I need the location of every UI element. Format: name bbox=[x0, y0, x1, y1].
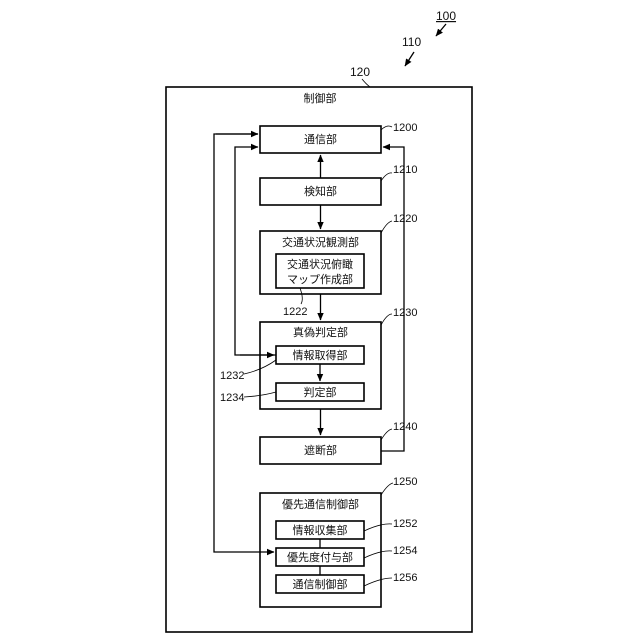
controller-leader bbox=[362, 79, 370, 87]
priority-assignment-label: 優先度付与部 bbox=[287, 550, 353, 564]
info-acquisition-ref: 1232 bbox=[220, 370, 244, 382]
traffic-observation-ref: 1220 bbox=[393, 213, 417, 225]
authenticity-ref: 1230 bbox=[393, 307, 417, 319]
comm-control-ref: 1256 bbox=[393, 572, 417, 584]
detection-label: 検知部 bbox=[304, 184, 337, 198]
overview-map-ref: 1222 bbox=[283, 306, 307, 318]
comm-control-label: 通信制御部 bbox=[293, 577, 348, 591]
detection-ref: 1210 bbox=[393, 164, 417, 176]
judgement-ref: 1234 bbox=[220, 392, 244, 404]
priority-comm-control-label: 優先通信制御部 bbox=[282, 497, 359, 511]
device-ref: 110 bbox=[402, 35, 421, 49]
communication-label: 通信部 bbox=[304, 132, 337, 146]
device-ref-arrow bbox=[405, 52, 414, 66]
info-collection-label: 情報収集部 bbox=[293, 523, 348, 537]
priority-assignment-ref: 1254 bbox=[393, 545, 417, 557]
info-collection-ref: 1252 bbox=[393, 518, 417, 530]
communication-ref: 1200 bbox=[393, 122, 417, 134]
controller-label: 制御部 bbox=[304, 91, 337, 105]
traffic-observation-label: 交通状況観測部 bbox=[282, 235, 359, 249]
info-acquisition-label: 情報取得部 bbox=[293, 348, 348, 362]
system-ref-arrow bbox=[436, 24, 446, 36]
overview-map-label-2: マップ作成部 bbox=[287, 272, 353, 286]
authenticity-label: 真偽判定部 bbox=[293, 325, 348, 339]
blocking-ref: 1240 bbox=[393, 421, 417, 433]
judgement-label: 判定部 bbox=[304, 385, 337, 399]
system-ref: 100 bbox=[436, 9, 456, 23]
blocking-label: 遮断部 bbox=[304, 443, 337, 457]
controller-ref: 120 bbox=[350, 65, 370, 79]
overview-map-label-1: 交通状況俯瞰 bbox=[287, 257, 353, 271]
priority-comm-control-ref: 1250 bbox=[393, 476, 417, 488]
